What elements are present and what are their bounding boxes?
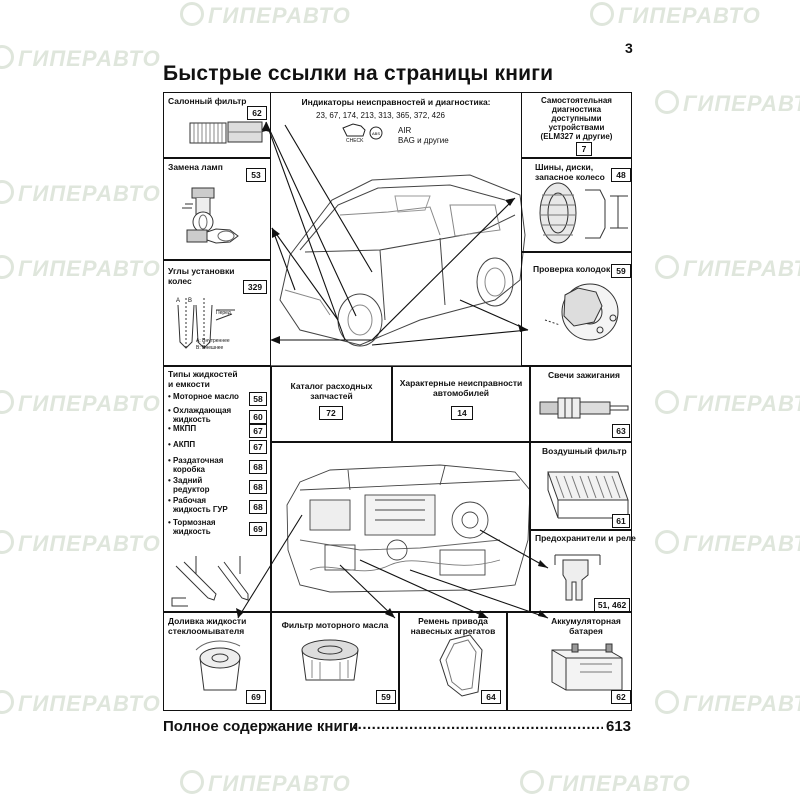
fluid-item-page-link[interactable]: 68 <box>249 500 267 514</box>
fluid-item-page-link[interactable]: 58 <box>249 392 267 406</box>
brake-pads-page-link[interactable]: 59 <box>611 264 631 278</box>
fluid-item-page-link[interactable]: 68 <box>249 480 267 494</box>
alignment-legend-front: Перед <box>216 310 231 316</box>
fluid-item-label: • Моторное масло <box>168 392 239 401</box>
wheel-alignment-page-link[interactable]: 329 <box>243 280 267 294</box>
air-filter-page-link[interactable]: 61 <box>612 514 630 528</box>
car-illustration <box>279 174 526 347</box>
alignment-mark-a: A <box>176 298 181 304</box>
lamps-page-link[interactable]: 53 <box>246 168 266 182</box>
alignment-mark-b: B <box>188 298 193 304</box>
washer-page-link[interactable]: 69 <box>246 690 266 704</box>
lamps-label: Замена ламп <box>168 162 223 172</box>
check-icon-label: CHECK <box>346 138 364 144</box>
page-title: Быстрые ссылки на страницы книги <box>163 62 554 85</box>
oil-filter-page-link[interactable]: 59 <box>376 690 396 704</box>
wheel-alignment-diagram <box>177 298 235 350</box>
drive-belt-image <box>439 634 483 697</box>
fuses-label: Предохранители и реле <box>535 533 636 543</box>
self-diagnostics-panel <box>521 92 632 158</box>
parts-catalog-panel <box>271 366 392 442</box>
oil-filter-label: Фильтр моторного масла <box>281 620 389 630</box>
wheel-alignment-label: Углы установки колес <box>168 266 235 286</box>
lamps-panel <box>163 158 271 260</box>
tires-panel <box>521 158 632 252</box>
brake-pads-panel <box>521 252 632 366</box>
oil-filter-panel <box>271 612 399 711</box>
fluid-item-page-link[interactable]: 67 <box>249 440 267 454</box>
engine-bay-illustration <box>286 464 531 593</box>
airbag-icon-label-1: AIR <box>398 126 412 135</box>
airbag-icon-label-2: BAG и другие <box>398 136 449 145</box>
spark-plugs-label: Свечи зажигания <box>548 370 620 380</box>
drive-belt-page-link[interactable]: 64 <box>481 690 501 704</box>
spark-plugs-panel <box>530 366 632 442</box>
cabin-filter-page-link[interactable]: 62 <box>247 106 267 120</box>
full-contents-link[interactable]: Полное содержание книги ................… <box>163 716 635 735</box>
fluids-panel <box>163 366 271 612</box>
air-filter-image <box>547 471 629 519</box>
self-diagnostics-label: Самостоятельная диагностика доступными у… <box>540 96 613 141</box>
fluid-item-page-link[interactable]: 68 <box>249 460 267 474</box>
cabin-filter-panel <box>163 92 271 158</box>
washer-panel <box>163 612 271 711</box>
leader-dots: ........................................… <box>353 716 603 733</box>
fluid-dropper-images <box>171 556 249 607</box>
tires-page-link[interactable]: 48 <box>611 168 631 182</box>
drive-belt-panel <box>399 612 507 711</box>
washer-label: Доливка жидкости стеклоомывателя <box>168 616 247 636</box>
lamp-images <box>182 187 239 244</box>
fuse-image <box>554 554 601 601</box>
cabin-filter-image <box>189 121 263 144</box>
fluid-item-page-link[interactable]: 67 <box>249 424 267 438</box>
cabin-filter-label: Салонный фильтр <box>168 96 247 106</box>
full-contents-label: Полное содержание книги <box>163 718 359 735</box>
fluids-label: Типы жидкостей и емкости <box>168 369 238 389</box>
alignment-legend-b: B: Внешнее <box>196 345 224 351</box>
diagnostics-label: Индикаторы неисправностей и диагностика: <box>301 97 491 107</box>
spark-plug-image <box>539 397 629 419</box>
drive-belt-label: Ремень привода навесных агрегатов <box>410 616 496 636</box>
alignment-legend-a: A: Внутреннее <box>196 338 230 344</box>
brake-caliper-image <box>544 283 619 341</box>
wheel-alignment-panel <box>163 260 271 366</box>
oil-filter-image <box>301 639 359 681</box>
full-contents-page: 613 <box>606 718 632 735</box>
typical-faults-page-link[interactable]: 14 <box>451 406 473 420</box>
self-diagnostics-page-link[interactable]: 7 <box>576 142 592 156</box>
tires-label: Шины, диски, запасное колесо <box>535 162 605 182</box>
svg-text:ABS: ABS <box>372 131 380 136</box>
washer-reservoir-image <box>195 640 241 691</box>
diagnostics-pages[interactable]: 23, 67, 174, 213, 313, 365, 372, 426 <box>316 111 445 120</box>
typical-faults-panel <box>392 366 530 442</box>
arrowheads <box>236 122 548 618</box>
fuses-page-link[interactable]: 51, 462 <box>594 598 630 612</box>
fluid-item-label: • АКПП <box>168 440 196 449</box>
fluid-item-page-link[interactable]: 69 <box>249 522 267 536</box>
parts-catalog-label: Каталог расходных запчастей <box>290 381 373 401</box>
air-filter-panel <box>530 442 632 530</box>
battery-panel <box>507 612 632 711</box>
battery-label: Аккумуляторная батарея <box>551 616 621 636</box>
tire-image <box>539 182 628 244</box>
brake-pads-label: Проверка колодок <box>533 264 611 274</box>
battery-page-link[interactable]: 62 <box>611 690 631 704</box>
warning-icons: ABS <box>342 123 383 140</box>
page-number: 3 <box>625 40 633 56</box>
fluid-item-label: • МКПП <box>168 424 197 433</box>
fuses-panel <box>530 530 632 612</box>
spark-plugs-page-link[interactable]: 63 <box>612 424 630 438</box>
fluid-item-page-link[interactable]: 60 <box>249 410 267 424</box>
engine-bay-panel <box>271 442 530 612</box>
typical-faults-label: Характерные неисправности автомобилей <box>399 378 523 398</box>
air-filter-label: Воздушный фильтр <box>542 446 627 456</box>
parts-catalog-page-link[interactable]: 72 <box>319 406 343 420</box>
